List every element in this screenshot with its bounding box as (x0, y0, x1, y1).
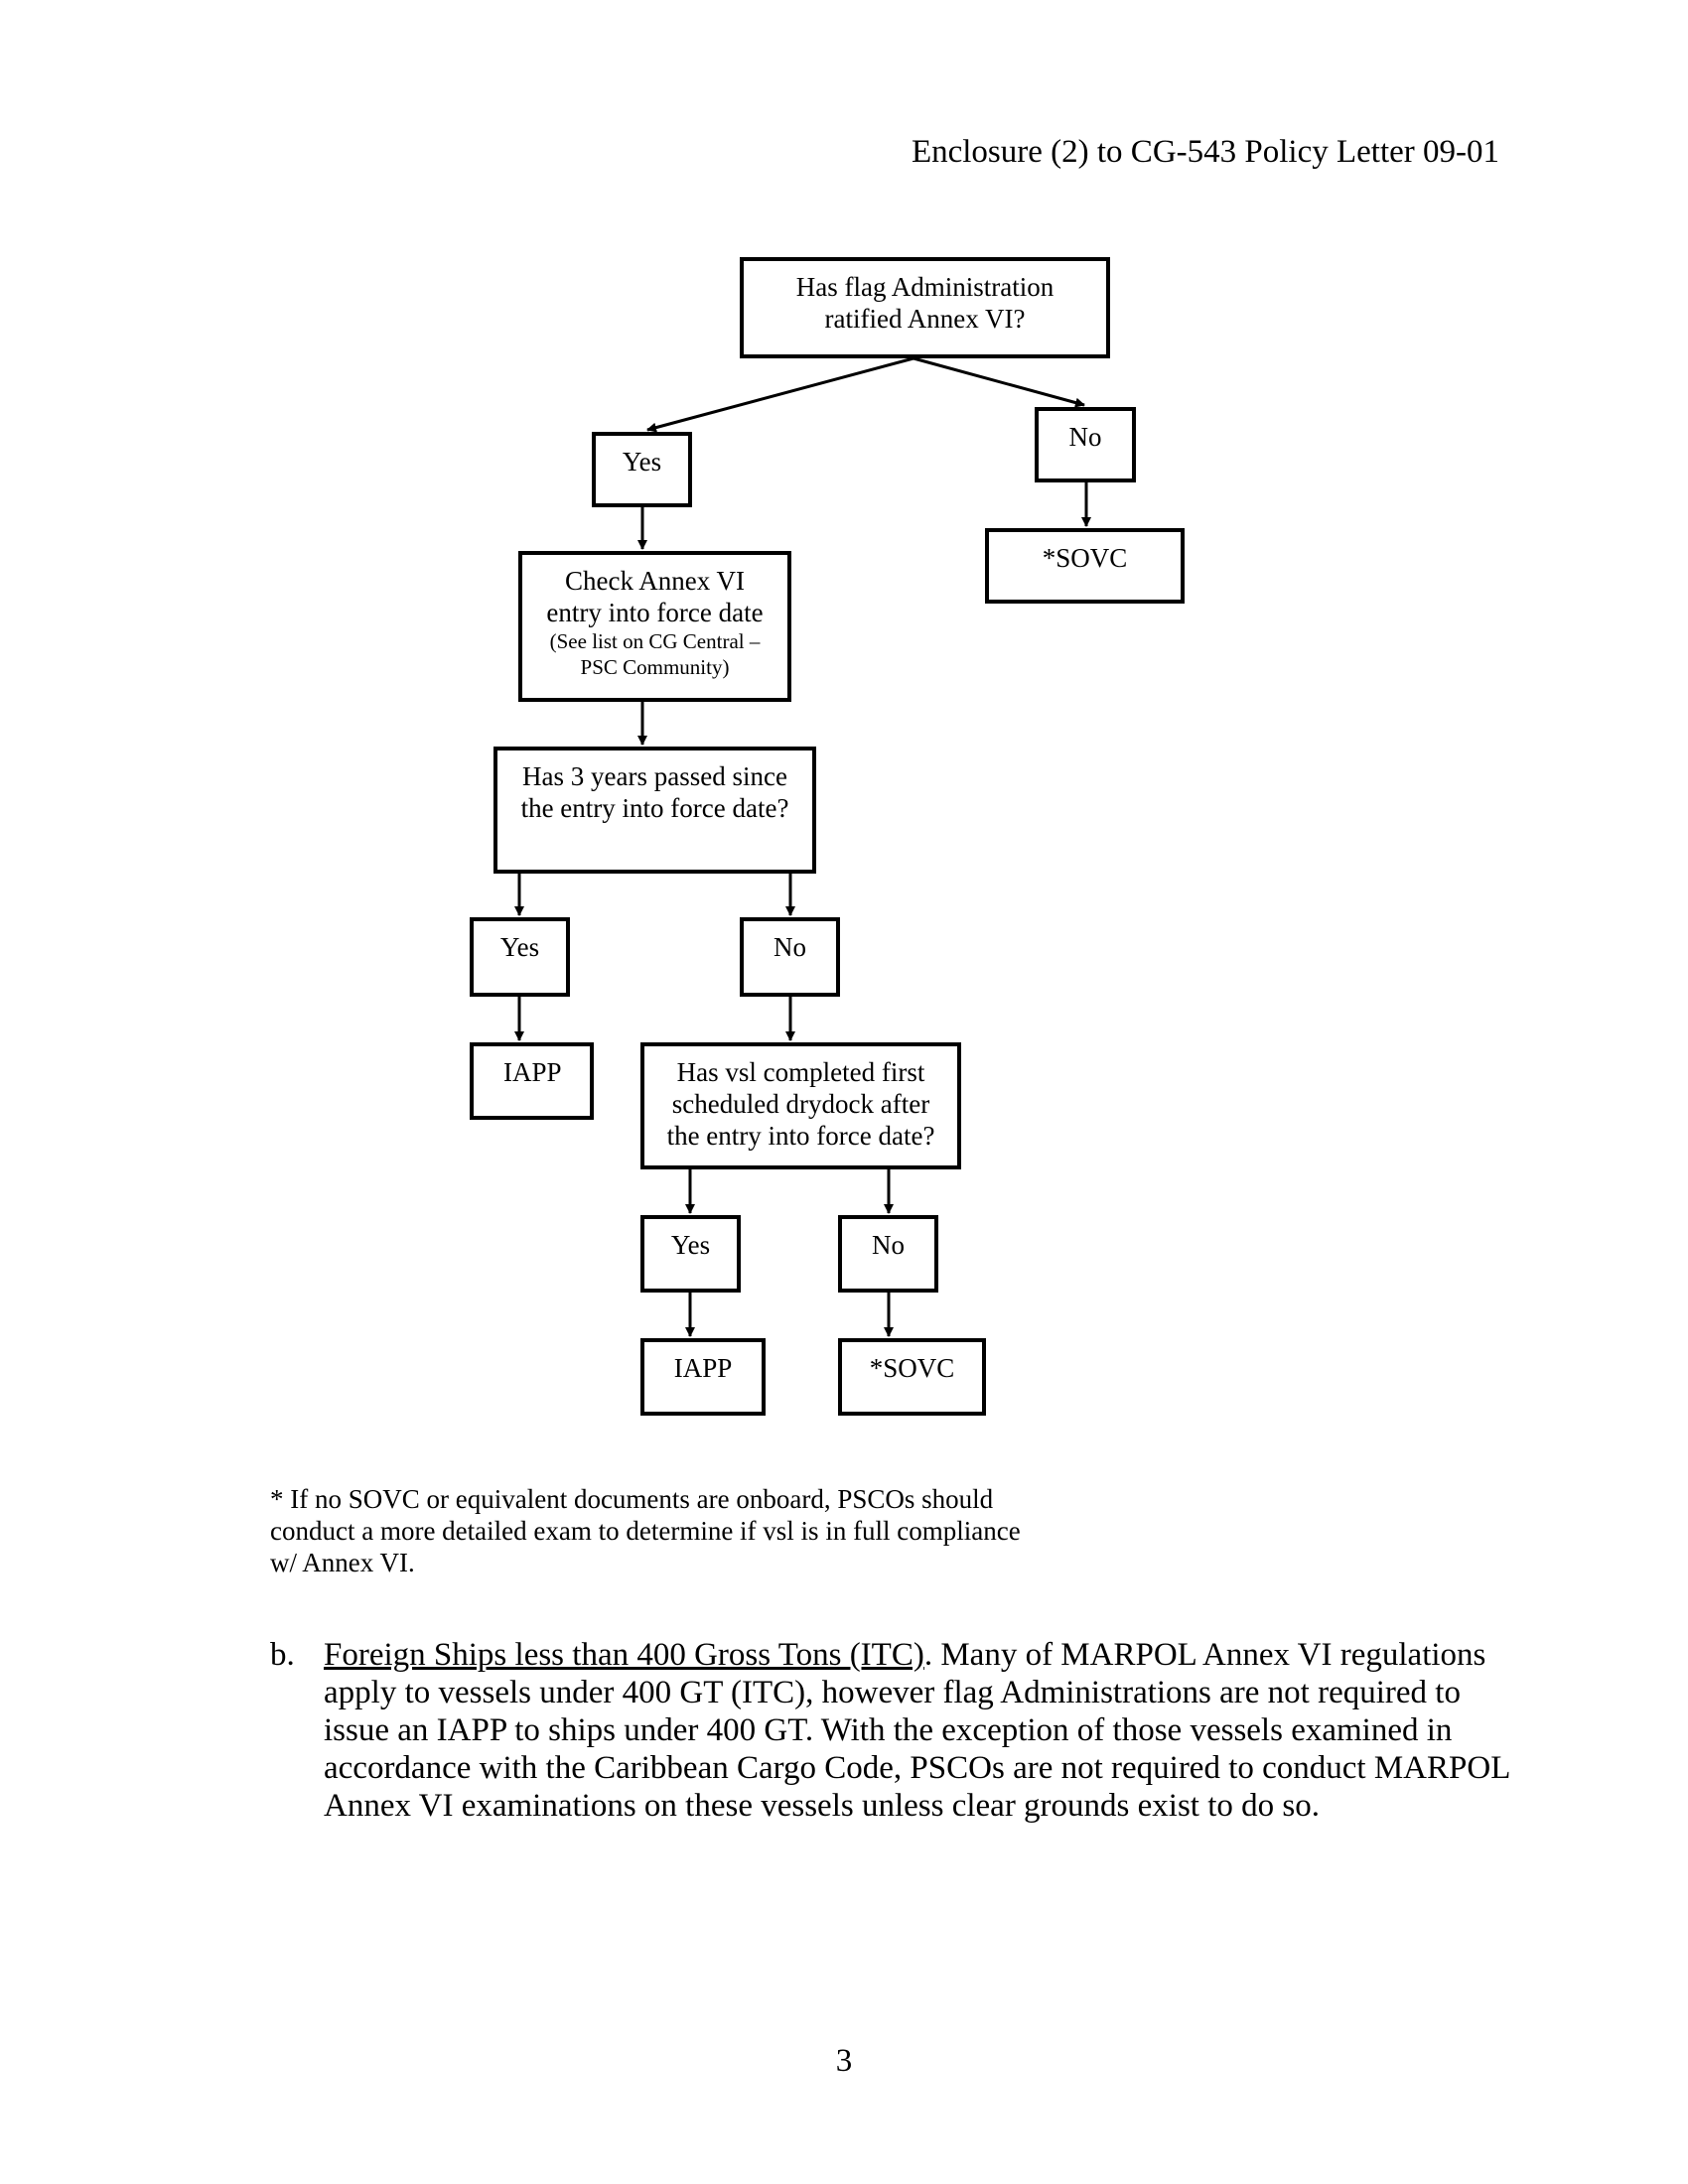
box-iapp-2: IAPP (640, 1338, 766, 1416)
paragraph-b: b. Foreign Ships less than 400 Gross Ton… (270, 1636, 1523, 1825)
arrow-flag-to-yes (646, 356, 914, 433)
box-yes-3: Yes (640, 1215, 741, 1293)
box-flag-ratified: Has flag Administration ratified Annex V… (740, 257, 1110, 358)
footnote: * If no SOVC or equivalent documents are… (270, 1484, 1021, 1577)
box-yes-1: Yes (592, 432, 692, 507)
box-no-2: No (740, 917, 840, 997)
paragraph-b-body: Foreign Ships less than 400 Gross Tons (… (324, 1636, 1523, 1825)
page-number: 3 (835, 2043, 853, 2079)
box-iapp-1: IAPP (470, 1042, 594, 1120)
box-check-entry-date: Check Annex VI entry into force date (Se… (518, 551, 791, 702)
box-no-3: No (838, 1215, 938, 1293)
box-sovc-2: *SOVC (838, 1338, 986, 1416)
check-entry-date-note: (See list on CG Central – PSC Community) (549, 629, 761, 679)
paragraph-b-heading: Foreign Ships less than 400 Gross Tons (… (324, 1637, 924, 1673)
box-yes-2: Yes (470, 917, 570, 997)
check-entry-date-text: Check Annex VI entry into force date (546, 566, 764, 627)
page-header: Enclosure (2) to CG-543 Policy Letter 09… (911, 134, 1499, 170)
paragraph-b-text: . Many of MARPOL Annex VI regulations ap… (324, 1637, 1510, 1824)
flowchart-arrows (514, 356, 1091, 1337)
arrow-flag-to-no (913, 356, 1085, 408)
box-drydock: Has vsl completed first scheduled drydoc… (640, 1042, 961, 1169)
box-three-years: Has 3 years passed since the entry into … (493, 747, 816, 874)
paragraph-b-label: b. (270, 1637, 295, 1673)
box-no-1: No (1035, 407, 1136, 482)
box-sovc-1: *SOVC (985, 528, 1185, 604)
